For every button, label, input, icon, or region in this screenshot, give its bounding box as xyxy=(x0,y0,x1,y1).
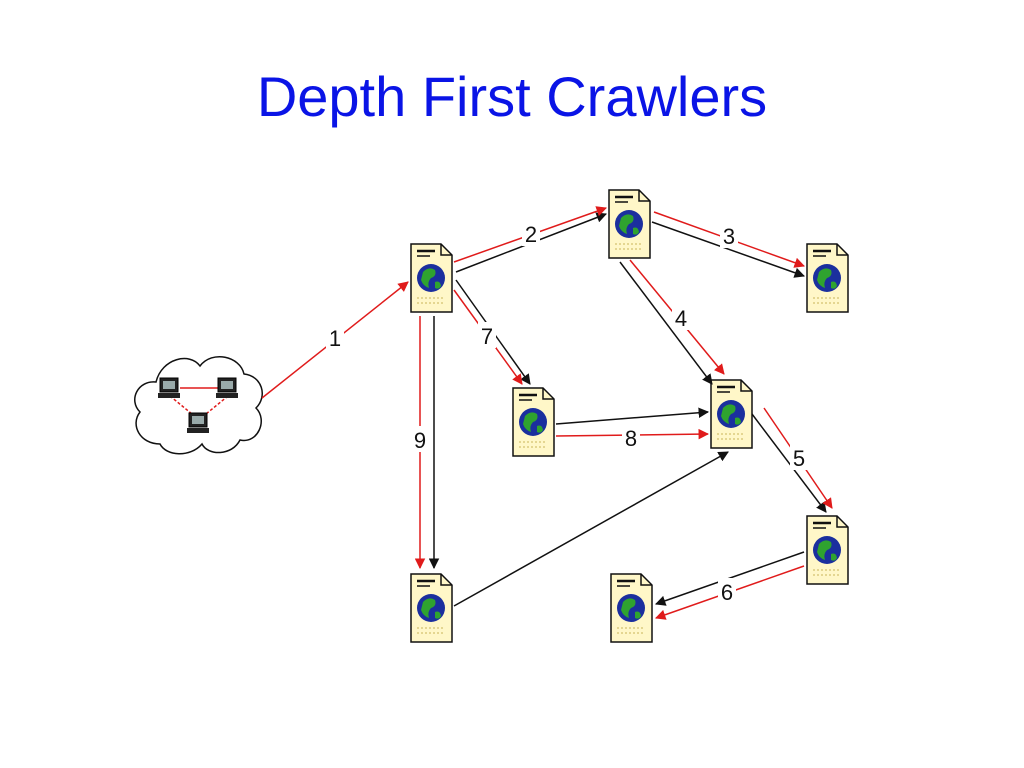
computer-network-cloud-icon xyxy=(134,356,263,455)
web-page-icon-g xyxy=(609,572,654,644)
step-label-6: 6 xyxy=(721,580,733,605)
computer-icon xyxy=(216,377,238,398)
web-page-icon-h xyxy=(409,572,454,644)
step-label-1: 1 xyxy=(329,326,341,351)
step-label-4: 4 xyxy=(675,306,687,331)
step-labels: 1 2 3 4 5 6 7 8 9 xyxy=(326,220,808,605)
step-label-9: 9 xyxy=(414,428,426,453)
step-label-2: 2 xyxy=(525,222,537,247)
web-page-icon-a xyxy=(409,242,454,314)
hyperlink-edges xyxy=(428,212,827,607)
computer-icon xyxy=(187,412,209,433)
step-label-3: 3 xyxy=(723,224,735,249)
slide-title: Depth First Crawlers xyxy=(256,65,768,128)
web-page-icon-e xyxy=(709,378,754,450)
step-label-7: 7 xyxy=(481,324,493,349)
web-page-icon-c xyxy=(805,242,850,314)
web-page-icon-d xyxy=(511,386,556,458)
web-page-icon-b xyxy=(607,188,652,260)
step-label-8: 8 xyxy=(625,426,637,451)
computer-icon xyxy=(158,377,180,398)
step-label-5: 5 xyxy=(793,446,805,471)
web-page-icon-f xyxy=(805,514,850,586)
